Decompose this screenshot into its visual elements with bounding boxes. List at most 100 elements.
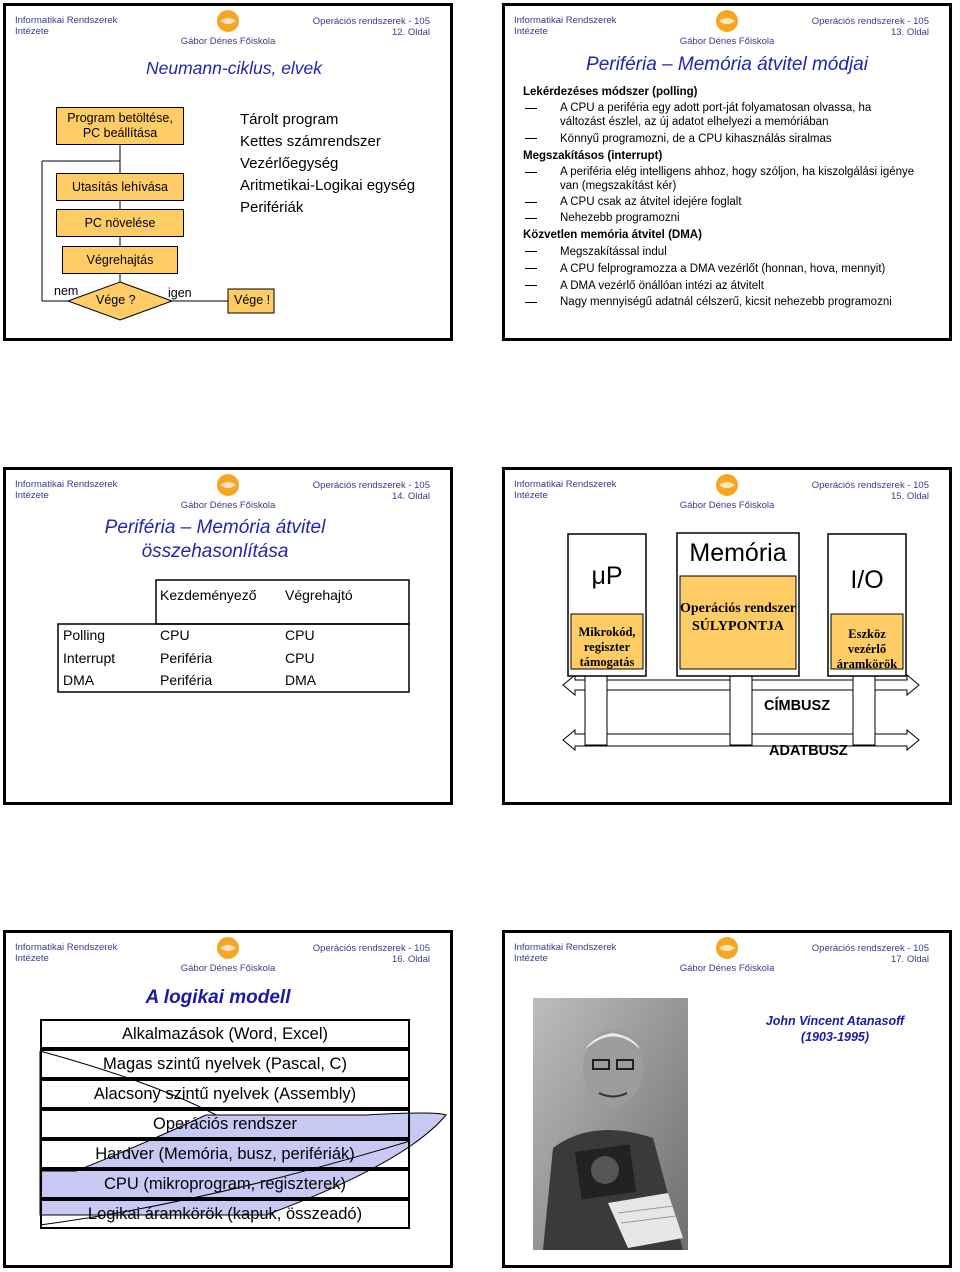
slide-title-line2: összehasonlítása [141, 541, 289, 562]
table-row-mode: Polling [63, 627, 106, 643]
school-logo-icon [217, 937, 239, 959]
slide-12: Informatikai Rendszerek Intézete Operáci… [3, 3, 453, 341]
course-name: Operációs rendszerek - 105 [811, 16, 929, 27]
flow-decision-label: Vége ? [96, 293, 136, 307]
page-number: 16. Oldal [391, 954, 430, 965]
io-label: I/O [850, 566, 884, 594]
table-row-executor: CPU [285, 627, 315, 643]
architecture-diagram [562, 532, 920, 752]
layer-low-level-languages: Alacsony szintű nyelvek (Assembly) [40, 1079, 410, 1109]
method-heading: Közvetlen memória átvitel (DMA) [523, 229, 702, 241]
school-name: Gábor Dénes Főiskola [180, 500, 276, 511]
course-name: Operációs rendszerek - 105 [312, 943, 430, 954]
layer-logic-circuits: Logikai áramkörök (kapuk, összeadó) [40, 1199, 410, 1229]
institute-line1: Informatikai Rendszerek [15, 15, 118, 26]
flow-step-execute: Végrehajtás [62, 246, 178, 274]
col-header-initiator: Kezdeményező [160, 587, 257, 603]
school-logo-icon [217, 10, 239, 32]
slide-header: Informatikai Rendszerek Intézete Operáci… [505, 933, 949, 979]
method-detail: változást észlel, az új adatot elhelyezi… [560, 116, 829, 128]
layer-operating-system: Operációs rendszer [40, 1109, 410, 1139]
flow-end-box [227, 288, 275, 314]
layer-hardware: Hardver (Memória, busz, perifériák) [40, 1139, 410, 1169]
principle-item: Vezérlőegység [240, 155, 339, 172]
institute-line2: Intézete [15, 953, 49, 964]
data-bus-label: ADATBUSZ [769, 743, 848, 759]
institute-line2: Intézete [15, 490, 49, 501]
method-detail: Nagy mennyiségű adatnál célszerű, kicsit… [560, 296, 892, 308]
school-name: Gábor Dénes Főiskola [180, 963, 276, 974]
table-row-executor: CPU [285, 650, 315, 666]
slide-header: Informatikai Rendszerek Intézete Operáci… [505, 470, 949, 516]
bullet-dash [525, 285, 537, 286]
principle-item: Kettes számrendszer [240, 133, 381, 150]
school-name: Gábor Dénes Főiskola [679, 500, 775, 511]
institute-line1: Informatikai Rendszerek [15, 479, 118, 490]
page-number: 12. Oldal [391, 27, 430, 38]
school-logo-icon [716, 10, 738, 32]
slide-title-line1: Periféria – Memória átvitel [104, 517, 326, 538]
slide-16: Informatikai Rendszerek Intézete Operáci… [3, 930, 453, 1268]
page-number: 17. Oldal [890, 954, 929, 965]
col-header-executor: Végrehajtó [285, 587, 353, 603]
portrait-photo [533, 998, 688, 1250]
slide-17: Informatikai Rendszerek Intézete Operáci… [502, 930, 952, 1268]
principle-item: Tárolt program [240, 111, 339, 128]
institute-line1: Informatikai Rendszerek [514, 479, 617, 490]
flow-end-label: Vége ! [234, 293, 271, 307]
course-name: Operációs rendszerek - 105 [312, 480, 430, 491]
person-name: John Vincent Atanasoff [765, 1014, 905, 1028]
table-row-mode: DMA [63, 672, 95, 688]
table-row-executor: DMA [285, 672, 317, 688]
layer-applications: Alkalmazások (Word, Excel) [40, 1019, 410, 1049]
table-row-mode: Interrupt [63, 650, 116, 666]
course-name: Operációs rendszerek - 105 [312, 16, 430, 27]
bullet-dash [525, 202, 537, 203]
data-bus-arrow [562, 728, 920, 752]
flow-no-label: nem [54, 284, 79, 298]
page-number: 15. Oldal [890, 491, 929, 502]
slide-13: Informatikai Rendszerek Intézete Operáci… [502, 3, 952, 341]
flow-step-fetch: Utasítás lehívása [56, 173, 184, 201]
slide-15: Informatikai Rendszerek Intézete Operáci… [502, 467, 952, 805]
layer-cpu: CPU (mikroprogram, regiszterek) [40, 1169, 410, 1199]
slide-title: A logikai modell [145, 987, 291, 1008]
slide-header: Informatikai Rendszerek Intézete Operáci… [6, 933, 450, 979]
school-name: Gábor Dénes Főiskola [679, 963, 775, 974]
microprocessor-detail: Mikrokód, regiszter támogatás [578, 625, 636, 669]
memory-detail: Operációs rendszer SÚLYPONTJA [680, 601, 796, 634]
table-row-initiator: CPU [160, 627, 190, 643]
person-years: (1903-1995) [800, 1030, 870, 1044]
method-detail: van (megszakítást kér) [560, 180, 677, 192]
school-logo-icon [716, 937, 738, 959]
slide-header: Informatikai Rendszerek Intézete Operáci… [6, 6, 450, 52]
slide-header: Informatikai Rendszerek Intézete Operáci… [505, 6, 949, 52]
method-detail: Nehezebb programozni [560, 212, 680, 224]
bullet-dash [525, 218, 537, 219]
address-bus-arrow [562, 673, 920, 697]
school-logo-icon [716, 474, 738, 496]
flow-decision-diamond [66, 281, 174, 321]
institute-line1: Informatikai Rendszerek [514, 942, 617, 953]
layer-high-level-languages: Magas szintű nyelvek (Pascal, C) [40, 1049, 410, 1079]
bullet-dash [525, 268, 537, 269]
method-detail: A CPU felprogramozza a DMA vezérlőt (hon… [560, 263, 886, 275]
school-name: Gábor Dénes Főiskola [679, 36, 775, 47]
course-name: Operációs rendszerek - 105 [811, 480, 929, 491]
method-heading: Megszakításos (interrupt) [523, 150, 663, 162]
method-detail: A DMA vezérlő önállóan intézi az átvitel… [560, 280, 764, 292]
flow-yes-label: igen [168, 286, 192, 300]
slide-header: Informatikai Rendszerek Intézete Operáci… [6, 470, 450, 516]
slide-14: Informatikai Rendszerek Intézete Operáci… [3, 467, 453, 805]
io-detail: Eszköz vezérlő áramkörök [836, 627, 898, 671]
comparison-table-grid [57, 579, 410, 693]
slide-title: Periféria – Memória átvitel módjai [586, 54, 868, 75]
flow-step-load: Program betöltése, PC beállítása [56, 107, 184, 145]
course-name: Operációs rendszerek - 105 [811, 943, 929, 954]
bullet-dash [525, 138, 537, 139]
institute-line1: Informatikai Rendszerek [15, 942, 118, 953]
bullet-dash [525, 251, 537, 252]
table-row-initiator: Periféria [160, 650, 213, 666]
method-detail: A CPU a periféria egy adott port-ját fol… [560, 102, 872, 114]
institute-line2: Intézete [514, 26, 548, 37]
